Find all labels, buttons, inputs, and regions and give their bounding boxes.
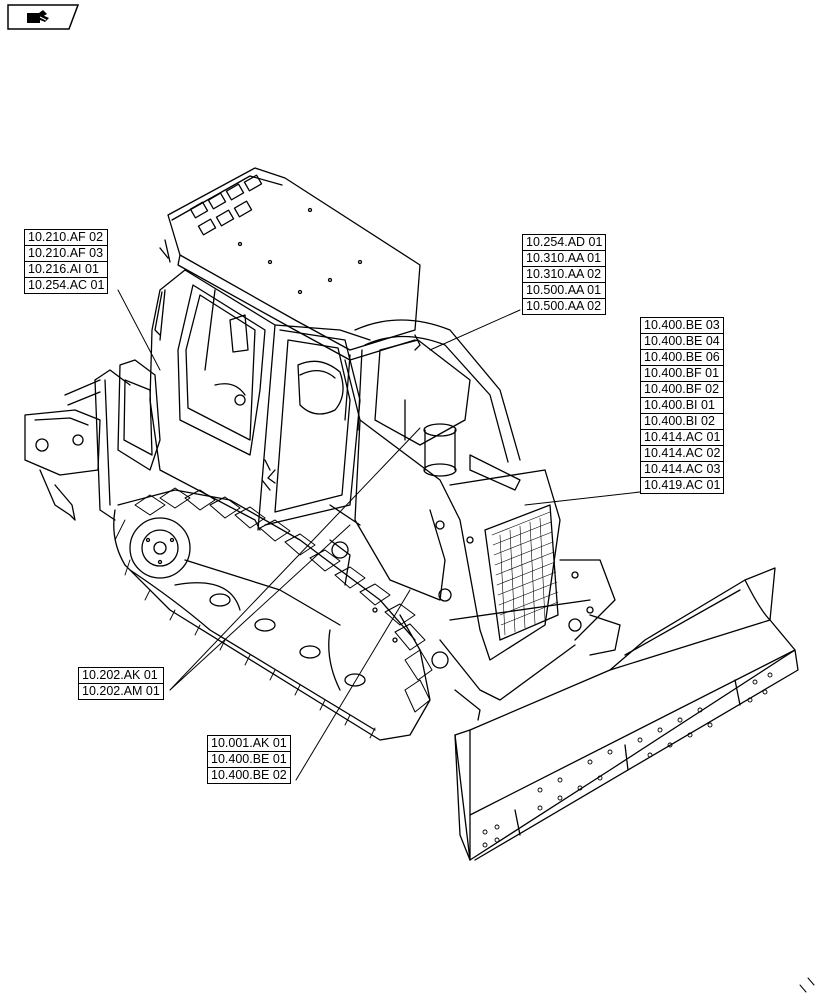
part-reference-link[interactable]: 10.419.AC 01 (644, 478, 721, 492)
track (113, 487, 449, 741)
part-reference-link[interactable]: 10.310.AA 02 (523, 267, 606, 283)
rops-frame (354, 319, 521, 491)
part-reference-link[interactable]: 10.400.BE 01 (208, 752, 290, 768)
part-reference-link[interactable]: 10.414.AC 03 (641, 462, 724, 478)
part-reference-link[interactable]: 10.400.BE 03 (641, 318, 724, 334)
part-reference-link[interactable]: 10.500.AA 02 (526, 299, 602, 313)
corner-mark (799, 977, 815, 993)
part-reference-link[interactable]: 10.001.AK 01 (208, 736, 290, 752)
part-reference-link[interactable]: 10.400.BE 02 (211, 768, 287, 782)
part-reference-link[interactable]: 10.216.AI 01 (25, 262, 108, 278)
ripper (24, 359, 161, 521)
hood (329, 359, 561, 661)
part-reference-link[interactable]: 10.414.AC 01 (641, 430, 724, 446)
part-reference-link[interactable]: 10.400.BF 02 (641, 382, 724, 398)
cab (149, 269, 371, 531)
part-reference-link[interactable]: 10.210.AF 02 (25, 230, 108, 246)
part-reference-link[interactable]: 10.254.AD 01 (523, 235, 606, 251)
part-reference-link[interactable]: 10.400.BE 06 (641, 350, 724, 366)
part-reference-link[interactable]: 10.500.AA 01 (523, 283, 606, 299)
part-reference-link[interactable]: 10.400.BI 01 (641, 398, 724, 414)
part-reference-link[interactable]: 10.400.BE 04 (641, 334, 724, 350)
part-reference-link[interactable]: 10.400.BF 01 (641, 366, 724, 382)
part-reference-link[interactable]: 10.254.AC 01 (28, 278, 105, 292)
part-reference-link[interactable]: 10.210.AF 03 (25, 246, 108, 262)
leader-lines (117, 289, 641, 781)
dozer-blade (454, 567, 799, 861)
part-reference-link[interactable]: 10.414.AC 02 (641, 446, 724, 462)
part-reference-link[interactable]: 10.310.AA 01 (523, 251, 606, 267)
hand-pointer-icon (27, 10, 49, 23)
rops-roof (159, 167, 421, 361)
push-arm (439, 559, 621, 721)
part-reference-link[interactable]: 10.202.AM 01 (82, 684, 160, 698)
part-reference-link[interactable]: 10.202.AK 01 (79, 668, 163, 684)
part-reference-link[interactable]: 10.400.BI 02 (641, 414, 724, 430)
nav-badge[interactable] (7, 4, 79, 30)
